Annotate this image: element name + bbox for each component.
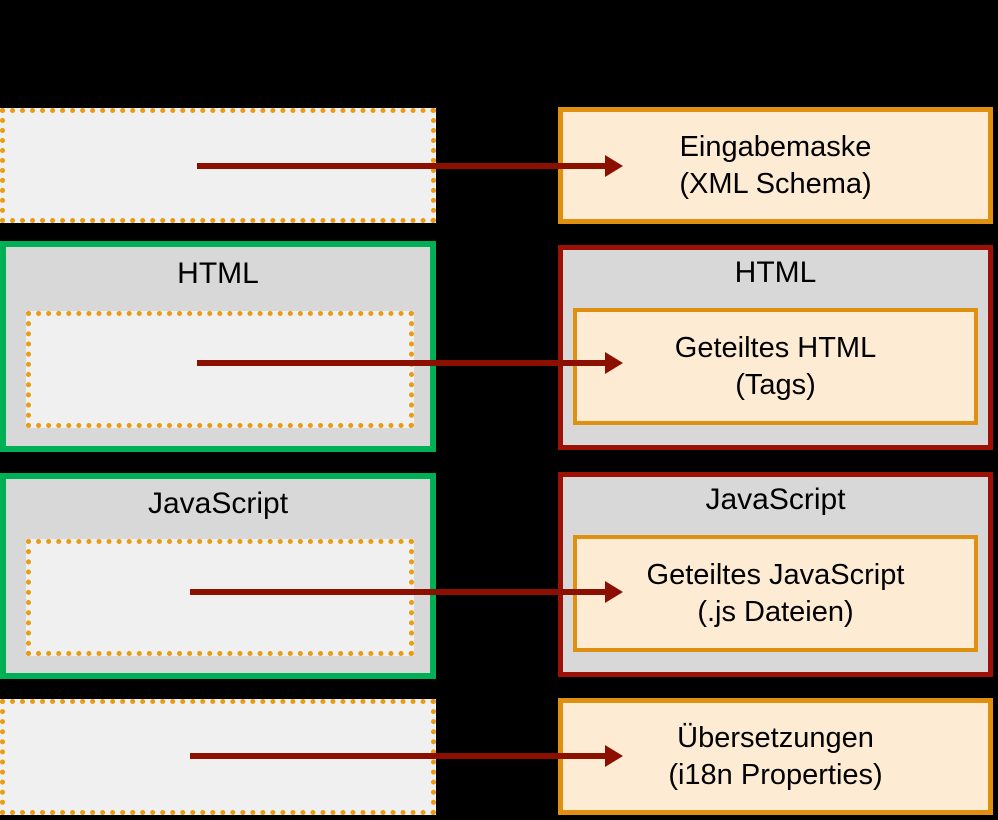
left-group-html: HTML	[0, 241, 436, 452]
left-group-javascript-placeholder	[26, 539, 414, 656]
card-label-geteiltes-javascript: Geteiltes JavaScript (.js Dateien)	[577, 557, 974, 631]
card-line-1: Übersetzungen	[677, 721, 874, 754]
card-line-1: Geteiltes HTML	[674, 331, 877, 364]
card-line-2: (XML Schema)	[679, 167, 872, 200]
arrow-row-2-line	[197, 360, 609, 366]
right-card-geteiltes-html: Geteiltes HTML (Tags)	[573, 308, 978, 425]
arrow-row-2-head	[605, 352, 623, 374]
card-line-1: Eingabemaske	[679, 130, 872, 163]
right-card-geteiltes-javascript: Geteiltes JavaScript (.js Dateien)	[573, 535, 978, 652]
right-group-html: HTML Geteiltes HTML (Tags)	[558, 245, 993, 450]
arrow-row-1-line	[197, 163, 609, 169]
right-group-javascript: JavaScript Geteiltes JavaScript (.js Dat…	[558, 472, 993, 677]
card-label-geteiltes-html: Geteiltes HTML (Tags)	[577, 330, 974, 404]
card-line-1: Geteiltes JavaScript	[646, 558, 905, 591]
right-card-uebersetzungen: Übersetzungen (i18n Properties)	[558, 698, 993, 815]
card-label-eingabemaske: Eingabemaske (XML Schema)	[563, 129, 988, 203]
left-group-html-title: HTML	[177, 257, 259, 290]
arrow-row-3-head	[605, 581, 623, 603]
left-group-html-placeholder	[26, 311, 414, 428]
arrow-row-3-line	[190, 589, 609, 595]
right-group-javascript-title: JavaScript	[705, 483, 846, 516]
left-group-javascript-title: JavaScript	[147, 487, 289, 520]
card-label-uebersetzungen: Übersetzungen (i18n Properties)	[563, 720, 988, 794]
arrow-row-4-line	[190, 753, 609, 759]
arrow-row-4-head	[605, 745, 623, 767]
arrow-row-1-head	[605, 155, 623, 177]
card-line-2: (.js Dateien)	[697, 595, 854, 628]
card-line-2: (Tags)	[735, 368, 816, 401]
left-group-javascript: JavaScript	[0, 473, 436, 679]
right-card-eingabemaske: Eingabemaske (XML Schema)	[558, 107, 993, 224]
card-line-2: (i18n Properties)	[668, 758, 883, 791]
right-group-html-title: HTML	[734, 256, 817, 289]
